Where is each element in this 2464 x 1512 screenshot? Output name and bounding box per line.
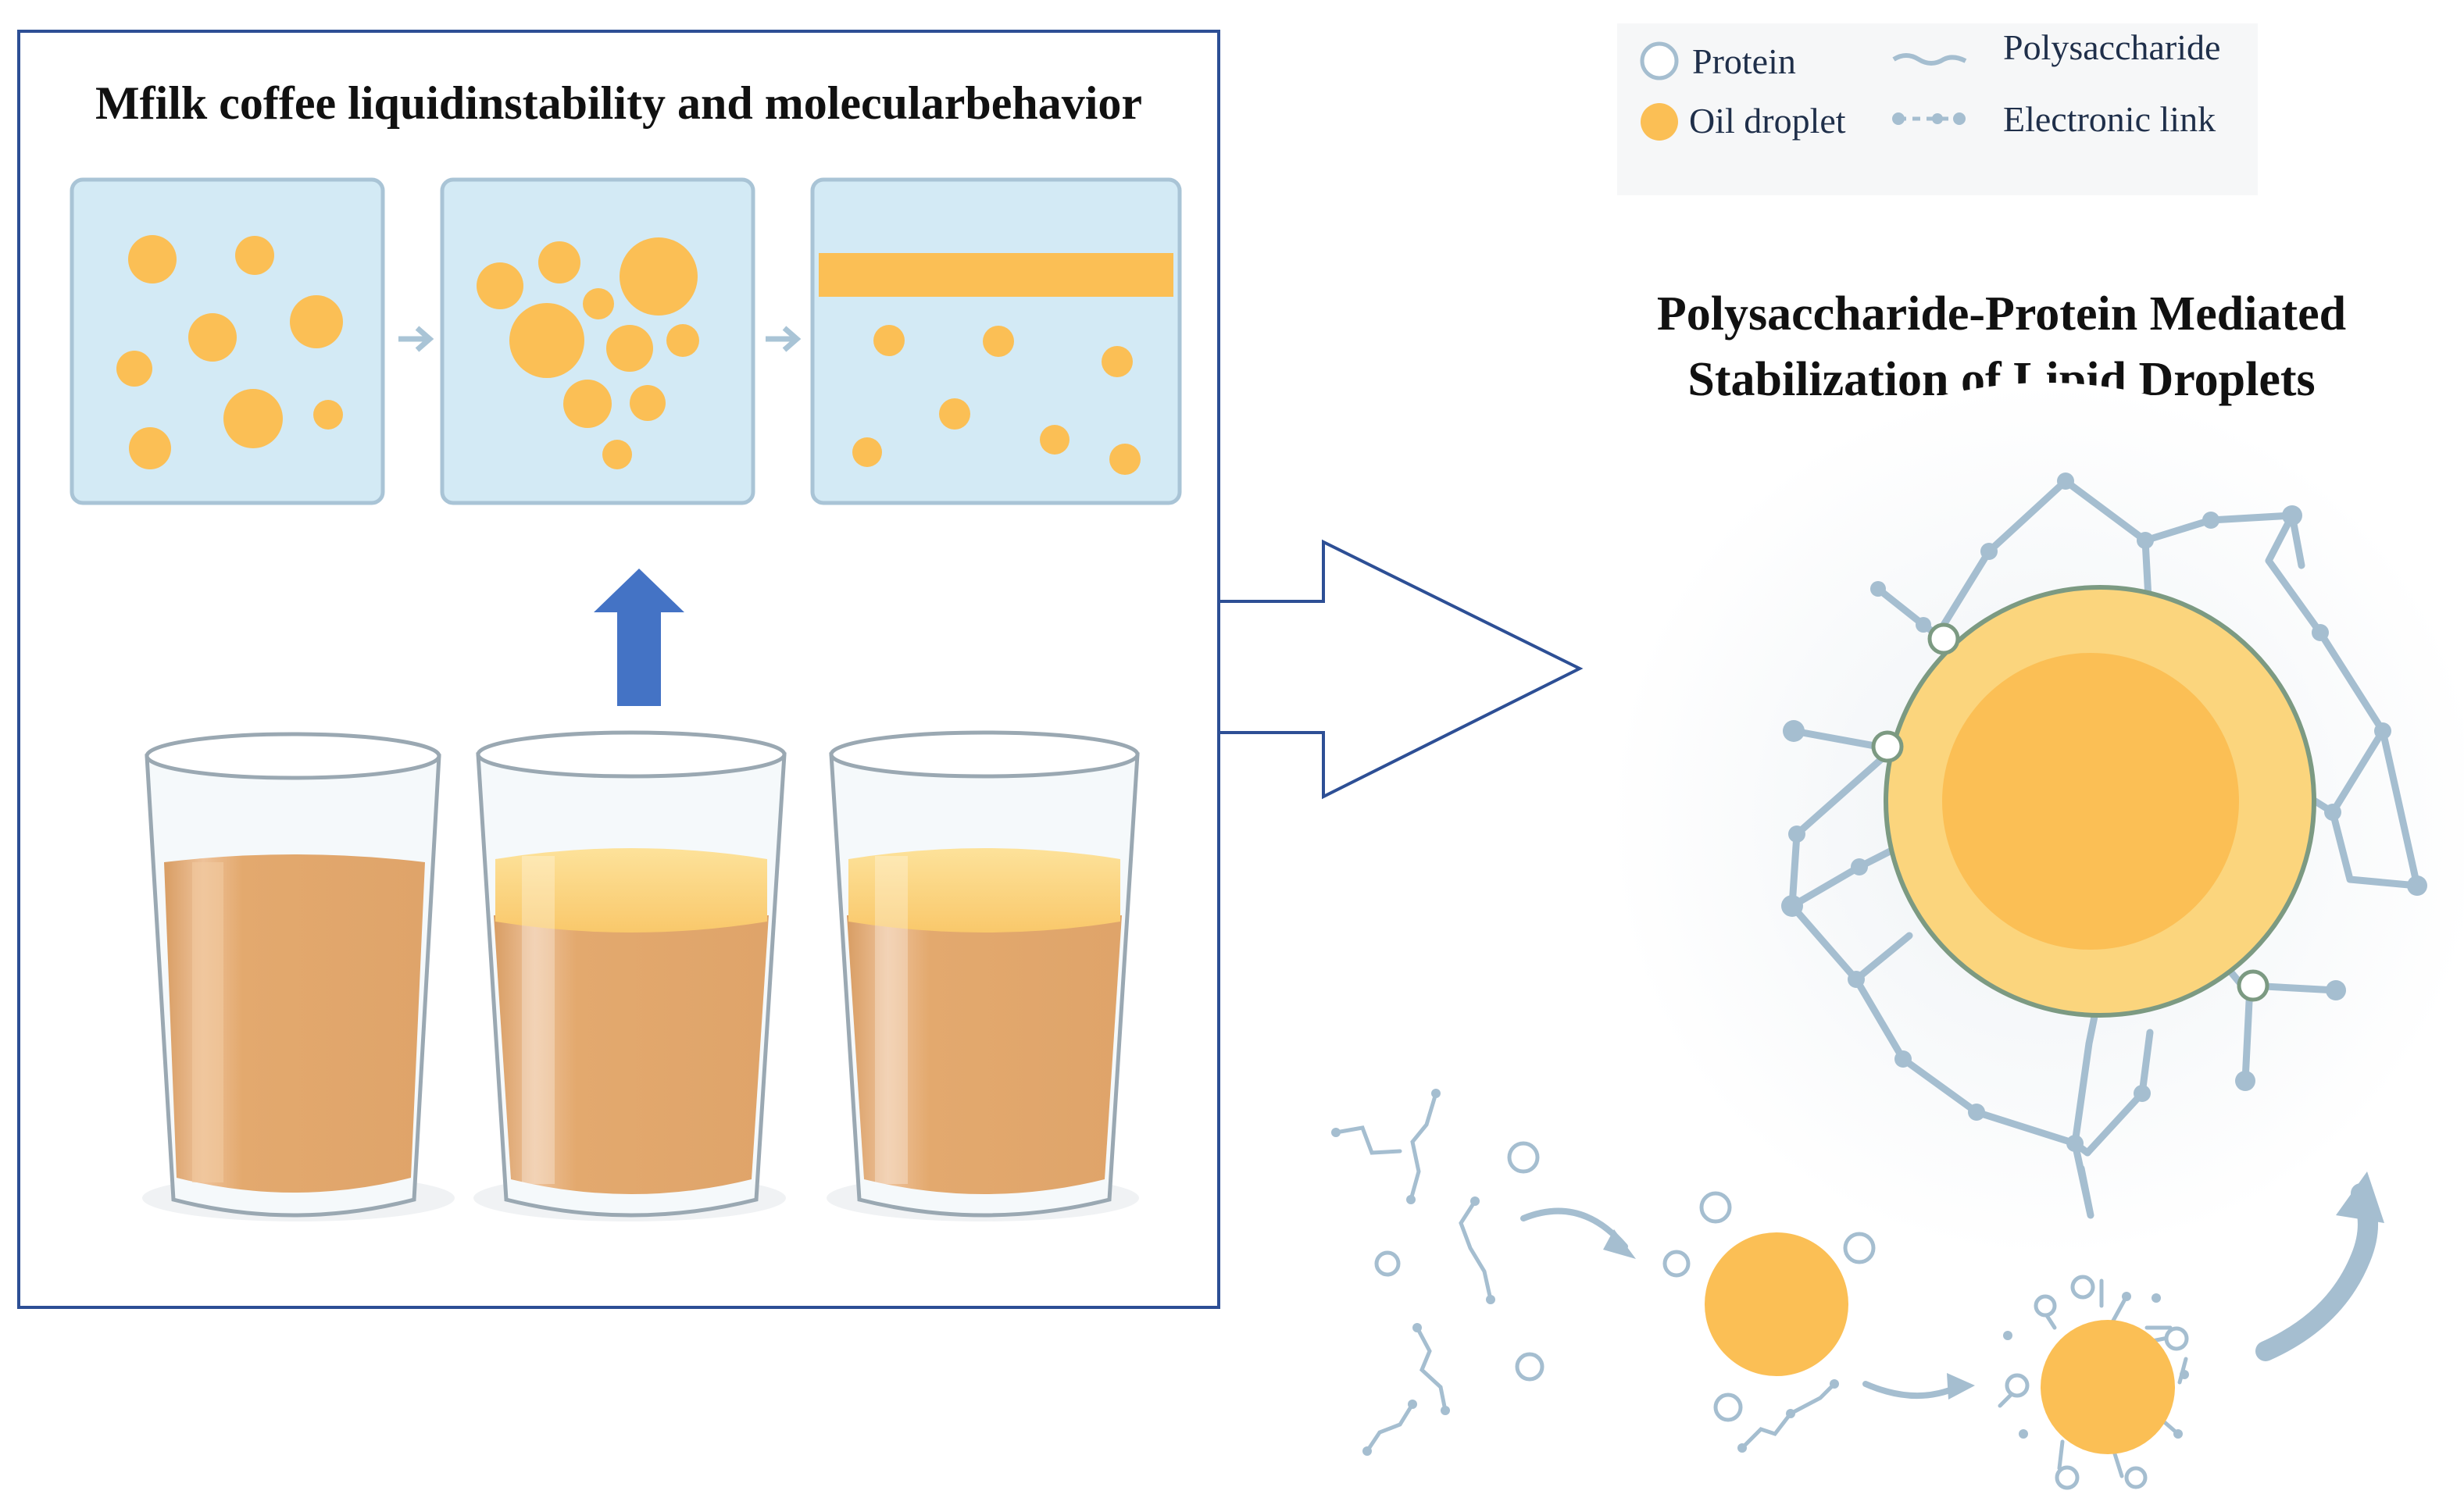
- oil-droplet-core: [1942, 653, 2239, 950]
- approaching-chains: [1740, 1382, 1837, 1450]
- legend-oil-droplet-label: Oil droplet: [1689, 101, 1846, 141]
- stage-arrow: [398, 326, 434, 352]
- process-arrow-1-head: [1603, 1229, 1636, 1259]
- legend: Protein Oil droplet Polysaccharide Elect…: [1617, 23, 2258, 195]
- stage-panel-flocculated: [440, 177, 755, 505]
- stage-panel-dispersed: [70, 177, 385, 505]
- glass-uniform: [142, 732, 455, 1221]
- cream-layer: [819, 253, 1173, 297]
- curved-return-arrow-head: [2336, 1171, 2384, 1223]
- stage-arrow: [766, 326, 802, 352]
- coated-oil-droplet: [1998, 1275, 2189, 1490]
- process-arrow-2-head: [1947, 1373, 1975, 1400]
- protein-legend-icon: [1640, 41, 1679, 80]
- bare-oil-droplet: [1705, 1232, 1848, 1376]
- legend-electronic-link-label: Electronic link: [2003, 99, 2216, 139]
- transition-arrow: [1217, 539, 1584, 800]
- glass-separated-1: [473, 730, 787, 1221]
- electronic-link-legend-icon: [1892, 112, 1966, 125]
- network-nodes: [1781, 472, 2427, 1152]
- process-arrow-2: [1862, 1381, 1961, 1399]
- oil-droplets: [477, 237, 699, 469]
- legend-polysaccharide-label: Polysaccharide: [2003, 27, 2220, 67]
- up-arrow: [594, 569, 684, 706]
- approaching-chain-nodes: [1737, 1379, 1839, 1453]
- stage-panel-creamed: [810, 177, 1182, 505]
- polysaccharide-legend-icon: [1892, 53, 1967, 66]
- free-polysaccharide-nodes: [1331, 1089, 1495, 1456]
- right-panel-title-line1: Polysaccharide-Protein Mediated: [1657, 287, 2346, 341]
- glass-separated-2: [827, 730, 1140, 1221]
- left-panel-title: Mfilk coffee liquidinstability and molec…: [95, 77, 1142, 129]
- free-proteins: [1374, 1141, 1544, 1382]
- protein-nodes: [1871, 622, 2269, 1002]
- free-polysaccharide-chains: [1334, 1091, 1493, 1453]
- cream-layer: [848, 848, 1120, 933]
- approaching-proteins: [1662, 1191, 1876, 1422]
- oil-droplet-legend-icon: [1641, 103, 1678, 141]
- oil-droplets: [116, 235, 343, 469]
- cream-layer: [495, 848, 767, 933]
- legend-protein-label: Protein: [1692, 41, 1796, 81]
- oil-droplets: [852, 325, 1141, 475]
